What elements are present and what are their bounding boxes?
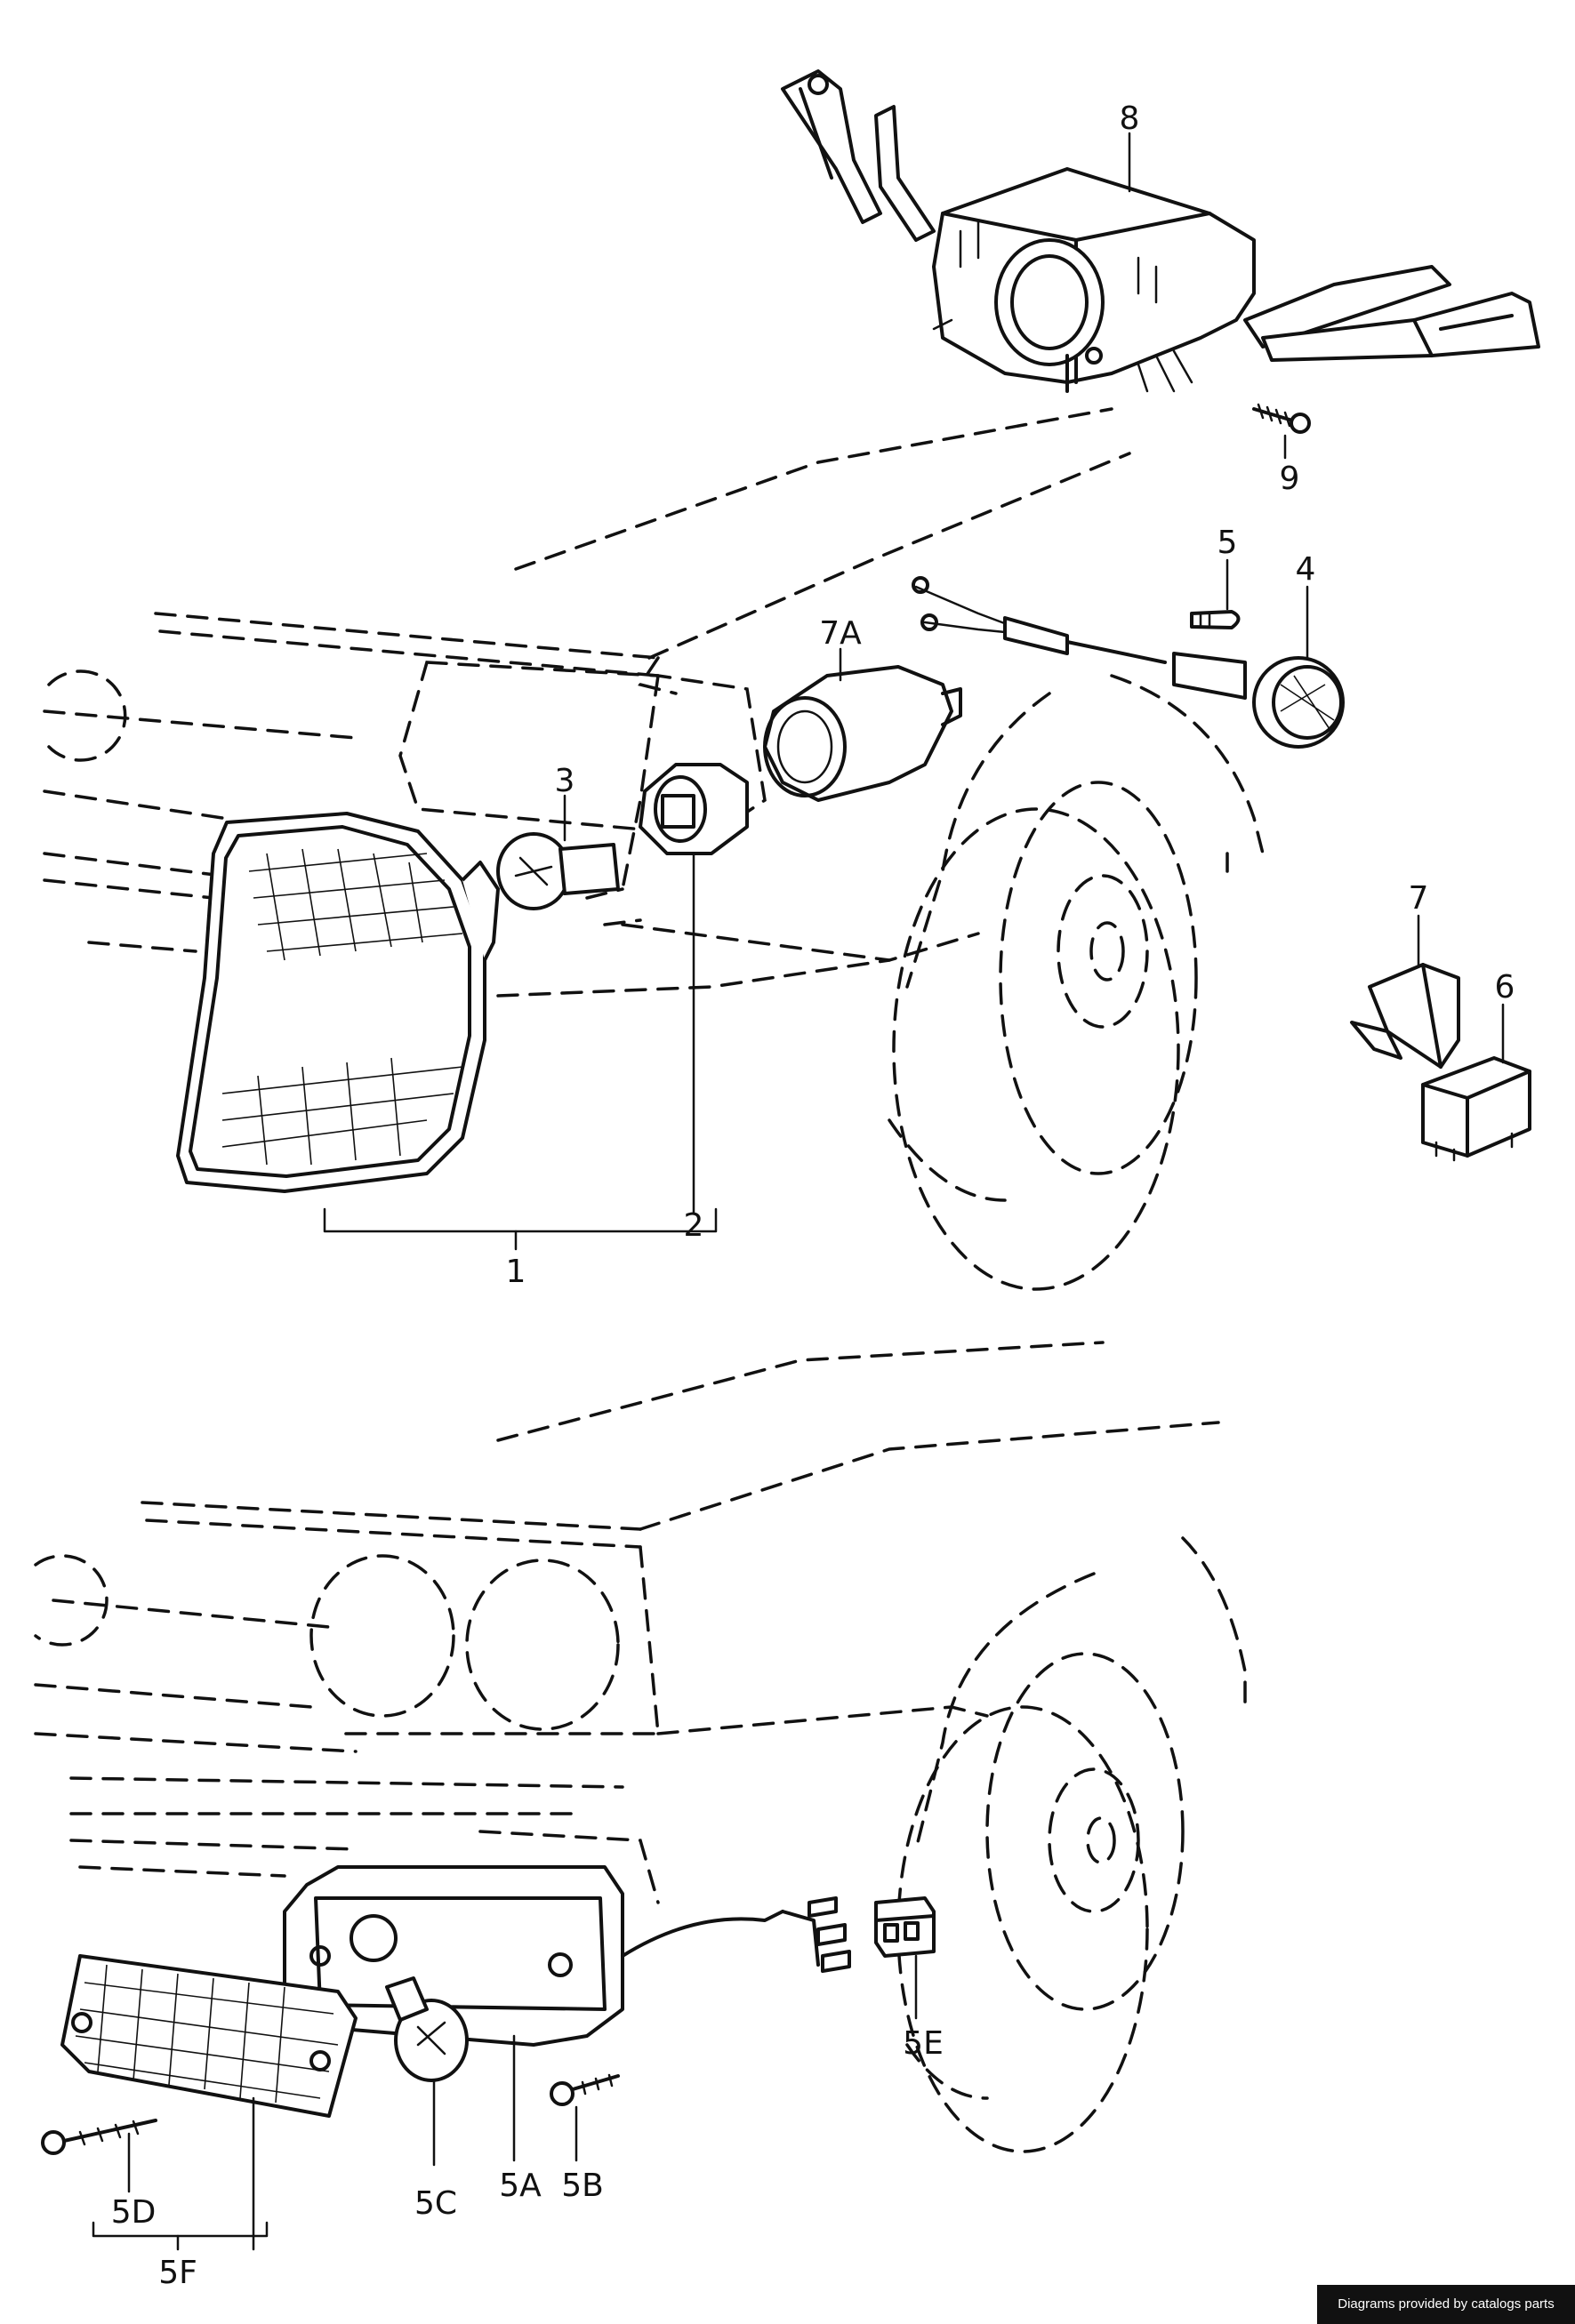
bulb-holder-with-wiring [912, 576, 1345, 749]
callout-2: 2 [684, 1207, 704, 1244]
callout-6: 6 [1495, 969, 1515, 1006]
relay-bracket-7 [1350, 963, 1460, 1069]
small-bulb-5 [1190, 610, 1241, 629]
screw-9 [1252, 403, 1311, 434]
callout-7A: 7A [819, 615, 862, 652]
callout-4: 4 [1296, 551, 1316, 588]
callout-7: 7 [1409, 880, 1429, 917]
car-outline-top [43, 407, 1265, 1291]
housing-7A [763, 665, 962, 802]
bulb-socket-2 [639, 763, 749, 855]
lamp-lens-5F [60, 1954, 358, 2118]
callout-5E: 5E [903, 2025, 944, 2062]
credit-banner: Diagrams provided by catalogs parts [1317, 2285, 1575, 2324]
screw-5D [41, 2119, 157, 2155]
connector-5E [781, 1896, 936, 1973]
callout-9: 9 [1280, 461, 1300, 497]
screw-5B [550, 2073, 620, 2106]
callout-5F: 5F [158, 2255, 197, 2291]
callout-5A: 5A [499, 2168, 542, 2204]
relay-6 [1421, 1056, 1531, 1162]
combination-switch [781, 69, 1540, 393]
callout-5B: 5B [561, 2168, 604, 2204]
lamp-housing-5A [283, 1865, 784, 2047]
bulb-3 [496, 832, 620, 910]
callout-8: 8 [1120, 100, 1140, 137]
callout-leaders-top [323, 132, 1505, 1251]
bulb-5C [385, 1976, 469, 2082]
callout-labels: 8 9 5 4 7A 3 7 6 2 1 5E 5C 5A 5B 5D 5F [111, 100, 1515, 2291]
callout-1: 1 [506, 1254, 526, 1290]
callout-5: 5 [1217, 525, 1238, 561]
callout-3: 3 [555, 763, 575, 799]
callout-5D: 5D [111, 2194, 157, 2231]
indicator-lens-1 [176, 812, 500, 1193]
callout-5C: 5C [414, 2185, 457, 2222]
callout-leaders-bottom [92, 1954, 918, 2251]
